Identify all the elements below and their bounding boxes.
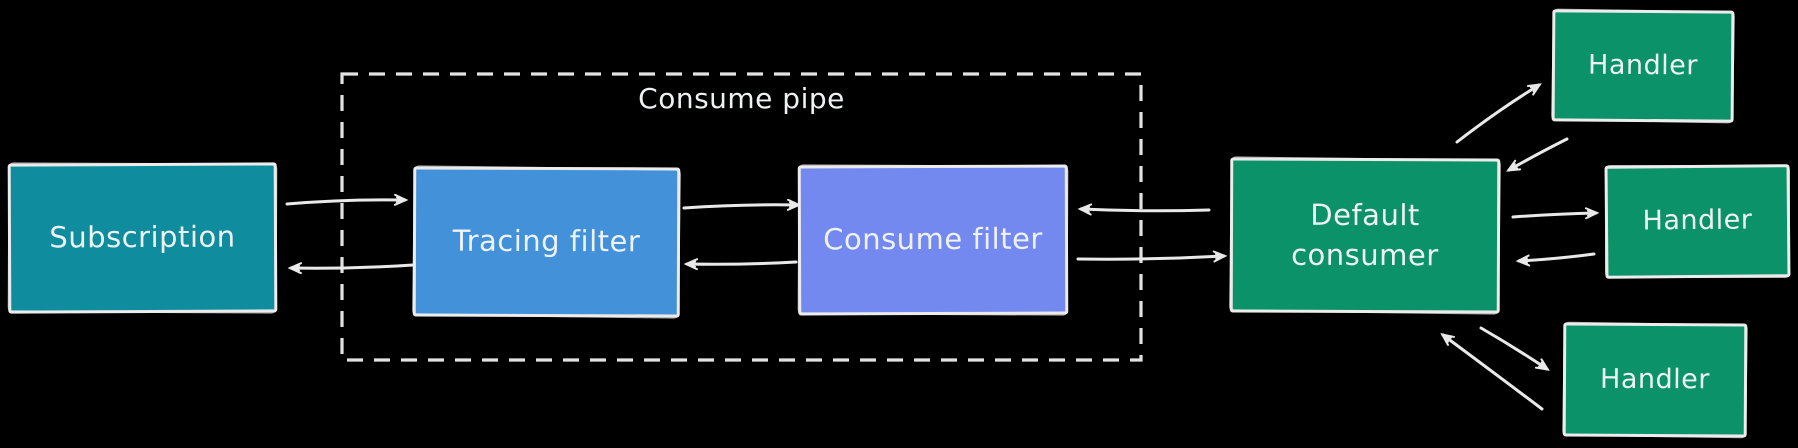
arrow-default-consumer-to-handler-top: [1455, 83, 1542, 144]
arrow-handler-middle-to-default-consumer: [1515, 252, 1596, 267]
consume-pipe-label: Consume pipe: [638, 82, 845, 115]
consume-filter-label: Consume filter: [823, 222, 1043, 257]
arrow-consume-filter-to-tracing-filter: [683, 258, 798, 271]
handler-middle-label: Handler: [1642, 204, 1753, 237]
arrow-tracing-filter-to-consume-filter: [682, 198, 802, 211]
arrow-default-consumer-to-handler-bottom: [1479, 326, 1550, 371]
subscription-node: Subscription: [7, 162, 278, 314]
arrow-default-consumer-to-consume-filter: [1077, 203, 1211, 216]
handler-bottom-node: Handler: [1562, 322, 1748, 438]
handler-top-node: Handler: [1551, 9, 1735, 123]
tracing-filter-label: Tracing filter: [452, 224, 641, 259]
consume-filter-node: Consume filter: [797, 164, 1069, 316]
arrow-tracing-filter-to-subscription: [287, 262, 415, 275]
arrow-subscription-to-tracing-filter: [285, 193, 409, 206]
handler-top-label: Handler: [1587, 49, 1699, 82]
default-consumer-label: Default consumer: [1291, 198, 1439, 272]
handler-middle-node: Handler: [1604, 164, 1791, 279]
subscription-label: Subscription: [49, 220, 236, 255]
handler-bottom-label: Handler: [1600, 363, 1710, 396]
default-consumer-node: Default consumer: [1229, 157, 1501, 314]
arrow-handler-bottom-to-default-consumer: [1440, 332, 1544, 411]
arrow-default-consumer-to-handler-middle: [1511, 207, 1600, 220]
arrow-consume-filter-to-default-consumer: [1076, 250, 1228, 263]
arrow-handler-top-to-default-consumer: [1506, 137, 1569, 172]
tracing-filter-node: Tracing filter: [412, 166, 681, 318]
